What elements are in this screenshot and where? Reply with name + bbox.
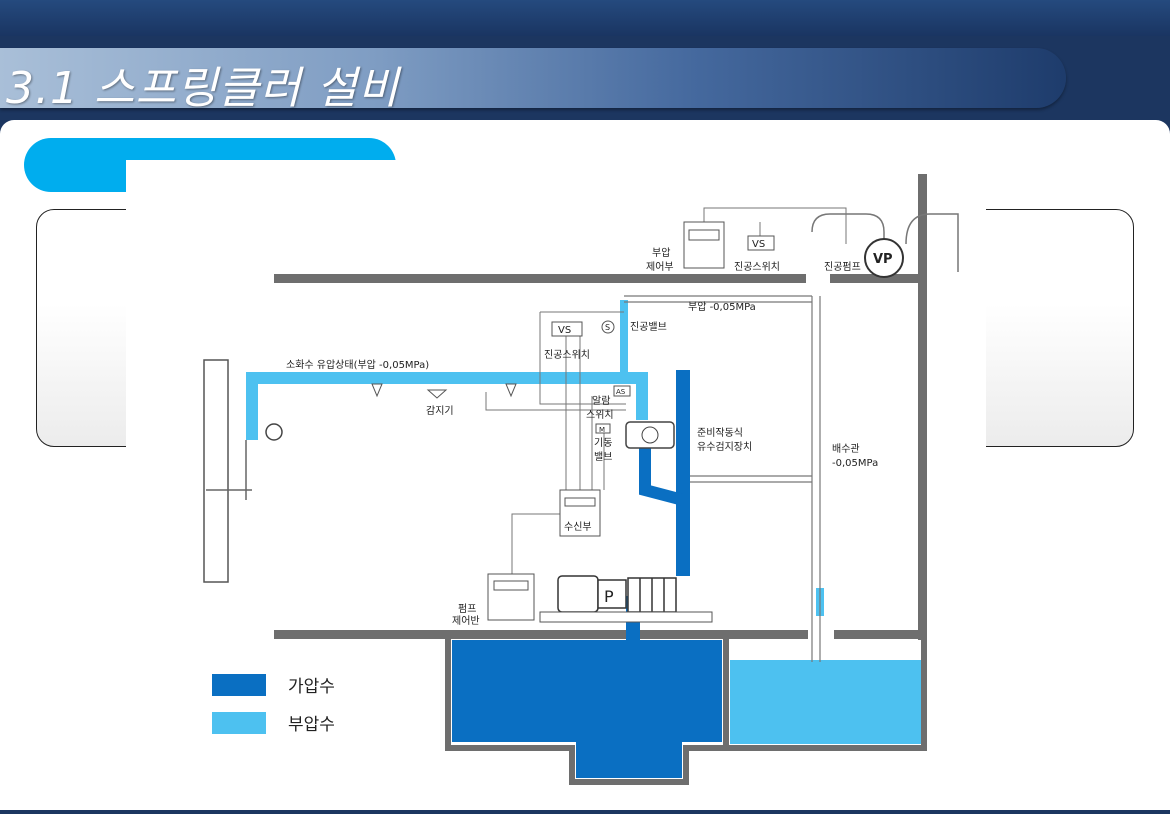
pressure-control-display [688, 229, 720, 241]
preaction-label: 준비작동식 [697, 427, 743, 439]
right-tank-walls [726, 638, 927, 751]
legend-label-negative: 부압수 [288, 715, 335, 735]
lower-floor-right [834, 630, 926, 639]
vacuum-valve-label: 진공밸브 [630, 321, 667, 333]
pump-control-display [493, 580, 529, 591]
vp-label: VP [873, 252, 893, 267]
vacuum-pump-icon [864, 238, 904, 278]
s-mark-circle [601, 320, 615, 334]
signal-lines [485, 207, 847, 574]
vacuum-pump-pipe [811, 213, 959, 272]
sprinkler-head [371, 383, 383, 398]
pump-control-label: 펌프 [458, 603, 476, 615]
pump-base [539, 611, 713, 623]
vs-box-top [747, 235, 775, 251]
negative-pipe-main [246, 372, 648, 440]
sprinkler-head [505, 383, 517, 398]
vs-label: VS [752, 239, 765, 250]
preaction-valve-gauge [641, 426, 659, 444]
upper-floor [274, 274, 806, 283]
receiver-display [564, 497, 596, 507]
title-band [0, 48, 1066, 108]
lower-floor [274, 630, 808, 639]
start-valve-label: 기동 [594, 437, 612, 449]
m-mark: M [599, 426, 605, 434]
detector-icon [426, 389, 448, 399]
legend-swatch-negative [212, 712, 266, 734]
upper-floor-right [830, 274, 926, 283]
start-valve-label: 밸브 [594, 451, 612, 463]
sprinkler-diagram: 부압 제어부 VS 진공스위치 진공펌프 VP 부압 -0,05MPa VS S… [126, 160, 986, 810]
as-box [613, 385, 631, 397]
vacuum-pump-label: 진공펌프 [824, 261, 861, 273]
alarm-switch-label: 스위치 [586, 408, 614, 421]
legend-label-pressurized: 가압수 [288, 677, 335, 697]
pressure-control-box [683, 221, 725, 269]
left-wall [203, 359, 229, 583]
preaction-label: 유수검지장치 [697, 441, 752, 453]
pump-casing [627, 577, 677, 613]
detector-label: 감지기 [426, 405, 454, 417]
page-title: 3.1 스프링클러 설비 [6, 63, 400, 114]
vacuum-switch-label: 진공스위치 [734, 260, 780, 273]
motor-body [557, 575, 599, 613]
pressurized-loop [639, 440, 685, 506]
left-riser-pipe [206, 440, 252, 500]
alarm-switch-label: 알람 [592, 394, 610, 407]
drain-pipe-label: 배수관 [832, 443, 860, 455]
pressurized-tank [452, 640, 722, 778]
legend-swatch-pressurized [212, 674, 266, 696]
negative-pressure-line [624, 295, 812, 303]
motor-box [597, 579, 627, 609]
pipe-state-label: 소화수 유압상태(부압 -0,05MPa) [286, 358, 429, 371]
pump-control-label: 제어반 [452, 615, 480, 627]
negative-pressure-label: 부압 -0,05MPa [688, 300, 756, 313]
top-bar [0, 0, 1170, 36]
drain-branch [690, 475, 812, 483]
right-wall [918, 174, 927, 640]
receiver-label: 수신부 [564, 521, 592, 533]
tank-walls [445, 638, 729, 785]
s-mark: S [605, 323, 610, 332]
pressure-gauge-icon [265, 423, 283, 441]
pump-p-mark: P [604, 587, 614, 606]
drain-pipe-label: -0,05MPa [832, 458, 878, 469]
drain-pipe [811, 296, 821, 662]
pressure-control-label: 부압 [652, 246, 670, 259]
vs-label: VS [558, 325, 571, 336]
vs-box-mid [551, 321, 583, 337]
as-mark: AS [616, 388, 626, 396]
vacuum-switch-label: 진공스위치 [544, 348, 590, 361]
pressure-control-label: 제어부 [646, 261, 674, 273]
negative-tank [730, 660, 922, 744]
m-box [595, 423, 611, 434]
